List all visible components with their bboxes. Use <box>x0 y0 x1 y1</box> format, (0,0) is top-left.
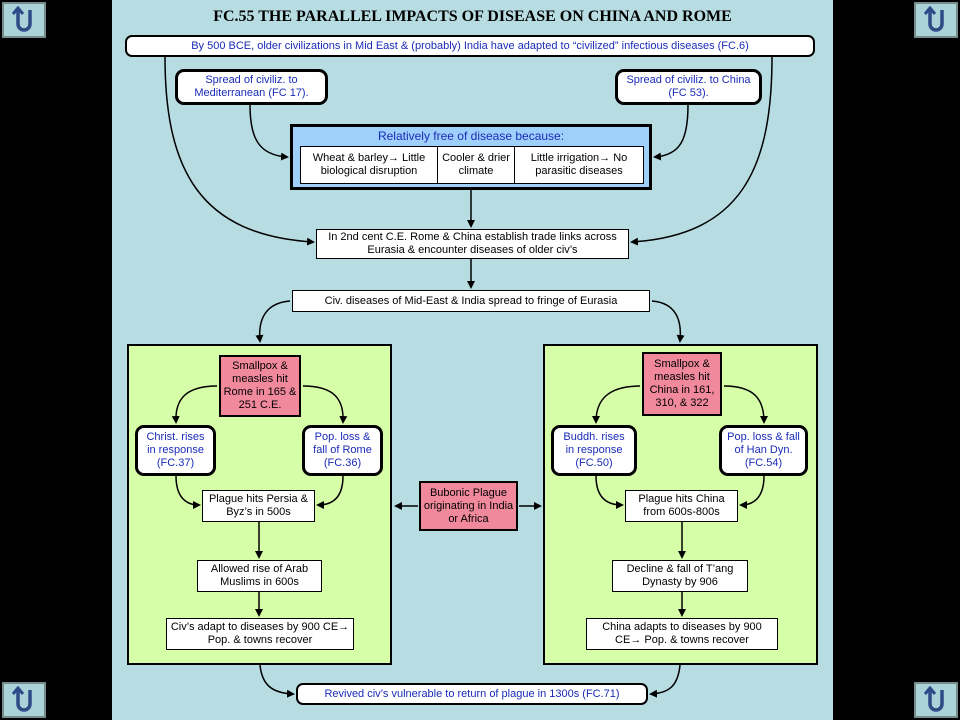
return-button-bottom-right[interactable] <box>914 682 958 718</box>
fall-of-han-box: Pop. loss & fall of Han Dyn. (FC.54) <box>719 425 808 476</box>
reason-little-irrigation: Little irrigation→ No parasitic diseases <box>514 146 644 184</box>
arab-muslims-box: Allowed rise of Arab Muslims in 600s <box>197 560 322 592</box>
return-icon <box>11 686 32 712</box>
reason-cooler-climate: Cooler & drier climate <box>437 146 515 184</box>
revived-box: Revived civ’s vulnerable to return of pl… <box>296 683 648 705</box>
return-button-top-right[interactable] <box>914 2 958 38</box>
plague-china-box: Plague hits China from 600s-800s <box>625 490 738 522</box>
buddhism-rises-box: Buddh. rises in response (FC.50) <box>551 425 637 476</box>
reason-wheat-barley: Wheat & barley→ Little biological disrup… <box>300 146 438 184</box>
spread-china-box: Spread of civiliz. to China (FC 53). <box>615 69 762 105</box>
bubonic-plague-box: Bubonic Plague originating in India or A… <box>419 481 518 531</box>
relatively-free-heading: Relatively free of disease because: <box>377 129 565 143</box>
tang-decline-box: Decline & fall of T’ang Dynasty by 906 <box>612 560 748 592</box>
return-button-bottom-left[interactable] <box>2 682 46 718</box>
trade-links-box: In 2nd cent C.E. Rome & China establish … <box>316 229 629 259</box>
top-banner: By 500 BCE, older civilizations in Mid E… <box>125 35 815 57</box>
china-adapt-box: China adapts to diseases by 900 CE→ Pop.… <box>586 618 778 650</box>
rome-adapt-box: Civ’s adapt to diseases by 900 CE→ Pop. … <box>166 618 354 650</box>
relatively-free-panel: Relatively free of disease because: Whea… <box>290 124 652 190</box>
christianity-rises-box: Christ. rises in response (FC.37) <box>135 425 216 476</box>
return-icon <box>923 686 944 712</box>
spread-mediterranean-box: Spread of civiliz. to Mediterranean (FC … <box>175 69 328 105</box>
fringe-box: Civ. diseases of Mid-East & India spread… <box>292 290 650 312</box>
china-smallpox-box: Smallpox & measles hit China in 161, 310… <box>642 352 722 416</box>
fall-of-rome-box: Pop. loss & fall of Rome (FC.36) <box>302 425 383 476</box>
return-icon <box>923 6 944 32</box>
page-title: FC.55 THE PARALLEL IMPACTS OF DISEASE ON… <box>213 8 732 25</box>
return-button-top-left[interactable] <box>2 2 46 38</box>
rome-smallpox-box: Smallpox & measles hit Rome in 165 & 251… <box>219 355 301 417</box>
plague-persia-box: Plague hits Persia & Byz’s in 500s <box>202 490 315 522</box>
return-icon <box>11 6 32 32</box>
